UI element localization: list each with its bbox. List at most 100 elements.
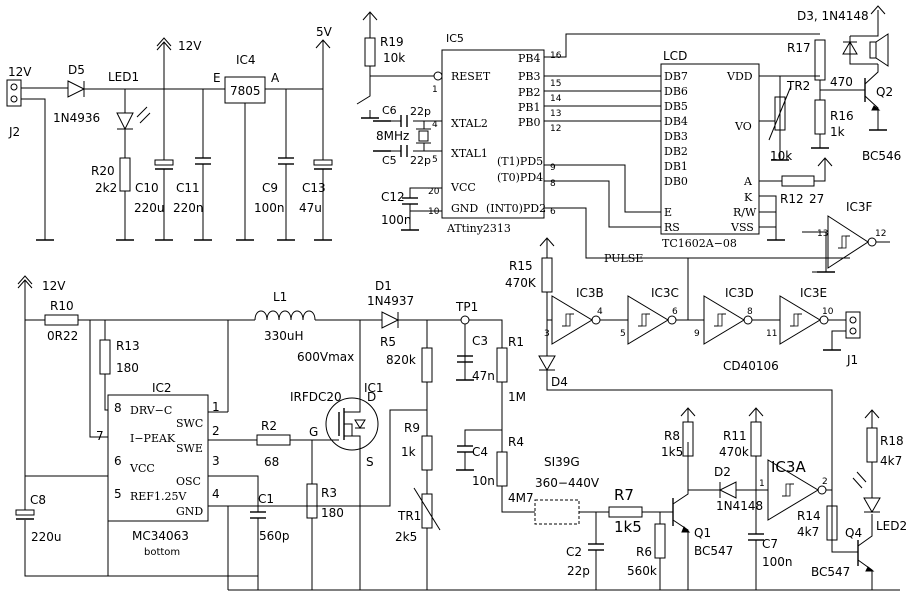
d1-diode <box>381 311 400 329</box>
ic5-pin-pb4: PB4 <box>518 52 540 65</box>
lcd-part: TC1602A−08 <box>662 237 737 250</box>
ic3f-inverter <box>827 215 869 269</box>
lcd-pin-vo: VO <box>734 120 752 133</box>
q1-value: BC547 <box>694 544 733 558</box>
r13-value: 180 <box>116 361 139 375</box>
d5-label: D5 <box>68 63 85 77</box>
ic4-label: IC4 <box>236 53 256 67</box>
lcd-pin-vss: VSS <box>730 221 754 234</box>
ic3e-label: IC3E <box>800 286 827 300</box>
l1-inductor <box>254 310 316 321</box>
r15-value: 470K <box>505 276 537 290</box>
r2-resistor <box>256 434 291 446</box>
lcd-pin-k: K <box>744 191 753 204</box>
r18-label: R18 <box>880 434 904 448</box>
q2-label: Q2 <box>876 85 893 99</box>
r7-value: 1k5 <box>614 518 642 536</box>
c13-value: 47u <box>299 201 322 215</box>
r10-label: R10 <box>50 299 74 313</box>
ic3d-pin-9: 9 <box>694 329 700 339</box>
c13-label: C13 <box>302 181 326 195</box>
ic3a-pin-1: 1 <box>759 479 765 489</box>
d2-diode <box>718 481 737 499</box>
pulse-shaper-section: PULSE R15 470K D4 IC3B 3 4 IC3C 5 6 IC3D… <box>505 207 861 540</box>
ic3c-inverter <box>627 295 669 345</box>
r6-resistor <box>654 523 666 559</box>
ic5-pinnum-9: 9 <box>550 163 556 173</box>
r3-value: 180 <box>321 506 344 520</box>
led2-label: LED2 <box>876 519 907 533</box>
c5-value: 22p <box>410 154 431 167</box>
r3-label: R3 <box>321 486 337 500</box>
r10-value: 0R22 <box>47 329 78 343</box>
lcd-pin-db6: DB6 <box>664 85 688 98</box>
vin-12v-label: 12V <box>178 39 202 53</box>
ic5-pin-xtal1: XTAL1 <box>451 147 488 160</box>
r5-resistor <box>421 347 433 383</box>
ic5-pinnum-13: 13 <box>550 109 561 119</box>
ic1-label: IC1 <box>364 381 384 395</box>
ic2-controller <box>107 394 209 522</box>
c2-label: C2 <box>566 545 582 559</box>
c9-label: C9 <box>262 181 278 195</box>
r7-label: R7 <box>614 486 634 504</box>
lcd-pin-a: A <box>743 175 753 188</box>
c8-label: C8 <box>30 493 46 507</box>
r5-label: R5 <box>380 335 396 349</box>
j1-connector <box>845 311 861 339</box>
d4-label: D4 <box>551 375 568 389</box>
ic2-pin-drvc: DRV−C <box>130 404 172 417</box>
ic5-pinnum-1: 1 <box>432 85 438 95</box>
lcd-pin-rs: RS <box>664 221 680 234</box>
ic5-pinnum-15: 15 <box>550 79 561 89</box>
c3-value: 47n <box>472 369 495 383</box>
q2-value: BC546 <box>862 149 901 163</box>
ic3c-pin-5: 5 <box>620 329 626 339</box>
r19-value: 10k <box>383 51 405 65</box>
r4-resistor <box>496 451 508 487</box>
j1-label: J1 <box>846 353 858 367</box>
tr2-value: 10k <box>770 149 792 163</box>
q4-label: Q4 <box>845 526 862 540</box>
led2-symbol <box>863 497 881 514</box>
led1-symbol <box>116 112 134 131</box>
c12-label: C12 <box>381 190 405 204</box>
ic5-pinnum-16: 16 <box>550 51 562 61</box>
d4-diode <box>538 355 556 372</box>
boost-600v-label: 600Vmax <box>297 350 354 364</box>
ic3e-inverter <box>779 295 821 345</box>
ic3d-pin-8: 8 <box>747 307 753 317</box>
r16-label: R16 <box>830 109 854 123</box>
ic1-drain-label: D <box>367 390 376 404</box>
tr2-trimpot <box>774 96 786 131</box>
c11-label: C11 <box>176 181 200 195</box>
c6-label: C6 <box>382 104 397 117</box>
ic5-pin-pb1: PB1 <box>518 101 540 114</box>
r8-value: 1k5 <box>661 445 683 459</box>
tp1-label: TP1 <box>455 300 478 314</box>
r5-value: 820k <box>386 353 416 367</box>
l1-label: L1 <box>273 290 287 304</box>
ic5-pinnum-12: 12 <box>550 124 561 134</box>
ic5-pinnum-8: 8 <box>550 179 556 189</box>
r18-resistor <box>866 427 878 463</box>
r7-resistor <box>608 506 643 518</box>
r17-resistor <box>814 39 826 81</box>
reset-switch <box>356 76 371 118</box>
ic5-pin-gnd: GND <box>451 202 478 215</box>
ic2-pinnum-5: 5 <box>114 487 122 501</box>
c8-value: 220u <box>31 530 62 544</box>
r16-resistor <box>814 99 826 135</box>
r19-label: R19 <box>380 35 404 49</box>
r8-resistor <box>682 421 694 457</box>
c4-value: 10n <box>472 474 495 488</box>
q4-value: BC547 <box>811 565 850 579</box>
ic5-pinnum-4: 4 <box>432 120 438 130</box>
c2-value: 22p <box>567 564 590 578</box>
ic5-pinnum-6: 6 <box>550 207 556 217</box>
d3-label: D3, 1N4148 <box>797 9 869 23</box>
c9-value: 100n <box>254 201 285 215</box>
ic3e-pin-11: 11 <box>766 329 777 339</box>
ic3a-inverter <box>767 459 819 521</box>
ic3b-pin-3: 3 <box>544 329 550 339</box>
